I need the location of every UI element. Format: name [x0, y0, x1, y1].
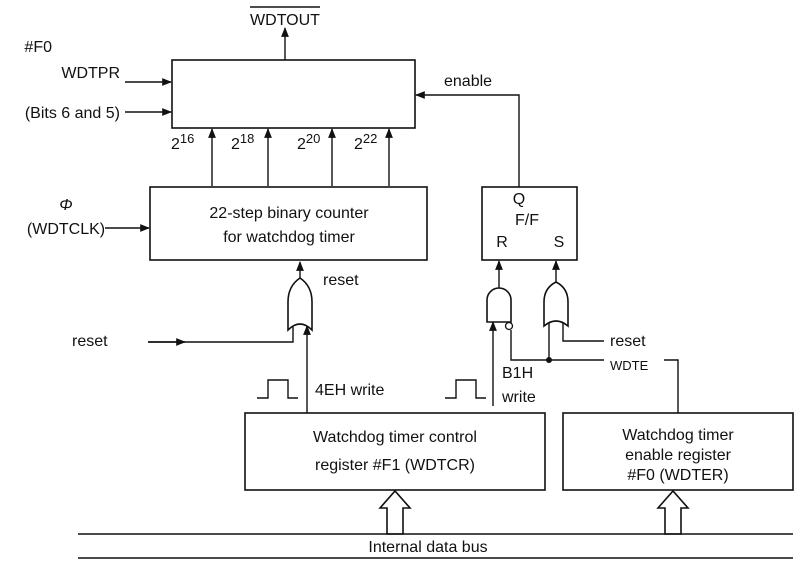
ff-and-gate — [486, 287, 512, 323]
pulse-4eh — [257, 379, 298, 399]
ff-q-label: Q — [513, 191, 525, 208]
enable-label: enable — [444, 73, 492, 90]
wdtpr-label: WDTPR — [61, 65, 120, 82]
control-register-line2: register #F1 (WDTCR) — [315, 457, 475, 474]
ff-reset-line — [562, 322, 604, 342]
tap-label-20: 220 — [297, 131, 320, 153]
bus-label-bg — [338, 536, 518, 556]
ff-set-or-gate — [543, 281, 569, 328]
control-bus-arrow — [378, 489, 412, 535]
flipflop-box — [481, 186, 578, 261]
pulse-b1h — [445, 379, 486, 399]
enable-register-line3: #F0 (WDTER) — [627, 467, 728, 484]
selector-box — [171, 59, 416, 129]
external-reset-line — [148, 326, 294, 343]
inversion-bubble — [504, 321, 514, 331]
counter-box — [149, 186, 428, 261]
counter-reset-label: reset — [323, 272, 359, 289]
ff-reset-label: reset — [610, 333, 646, 350]
wdte-line — [510, 330, 604, 361]
wdtout-label: WDTOUT — [250, 12, 320, 29]
counter-line1: 22-step binary counter — [209, 205, 369, 222]
wdte-label: WDTE — [610, 358, 649, 373]
write-b1h-label2: write — [501, 389, 536, 406]
enable-register-line2: enable register — [625, 447, 732, 464]
wdtclk-label: (WDTCLK) — [27, 221, 105, 238]
counter-line2: for watchdog timer — [223, 229, 355, 246]
bits-label: (Bits 6 and 5) — [25, 105, 120, 122]
enable-register-line1: Watchdog timer — [622, 427, 734, 444]
enable-register-box — [562, 412, 794, 491]
ff-name-label: F/F — [515, 212, 539, 229]
enable-line — [415, 91, 520, 187]
wdte-register-line — [664, 359, 679, 413]
tap-label-16: 216 — [171, 131, 194, 153]
control-register-line1: Watchdog timer control — [313, 429, 477, 446]
external-reset-label: reset — [72, 333, 108, 350]
enable-bus-arrow — [656, 489, 690, 535]
tap-label-18: 218 — [231, 131, 254, 153]
tap-label-22: 222 — [354, 131, 377, 153]
phi-label: Φ — [59, 197, 72, 214]
junction-dot — [546, 357, 552, 363]
f0-label: #F0 — [24, 39, 52, 56]
ff-s-label: S — [554, 234, 565, 251]
counter-reset-or-gate — [287, 277, 313, 332]
bus-label: Internal data bus — [368, 539, 487, 556]
write-b1h-label1: B1H — [502, 365, 533, 382]
ff-r-label: R — [496, 234, 508, 251]
control-register-box — [244, 412, 546, 491]
write-4eh-label: 4EH write — [315, 382, 384, 399]
